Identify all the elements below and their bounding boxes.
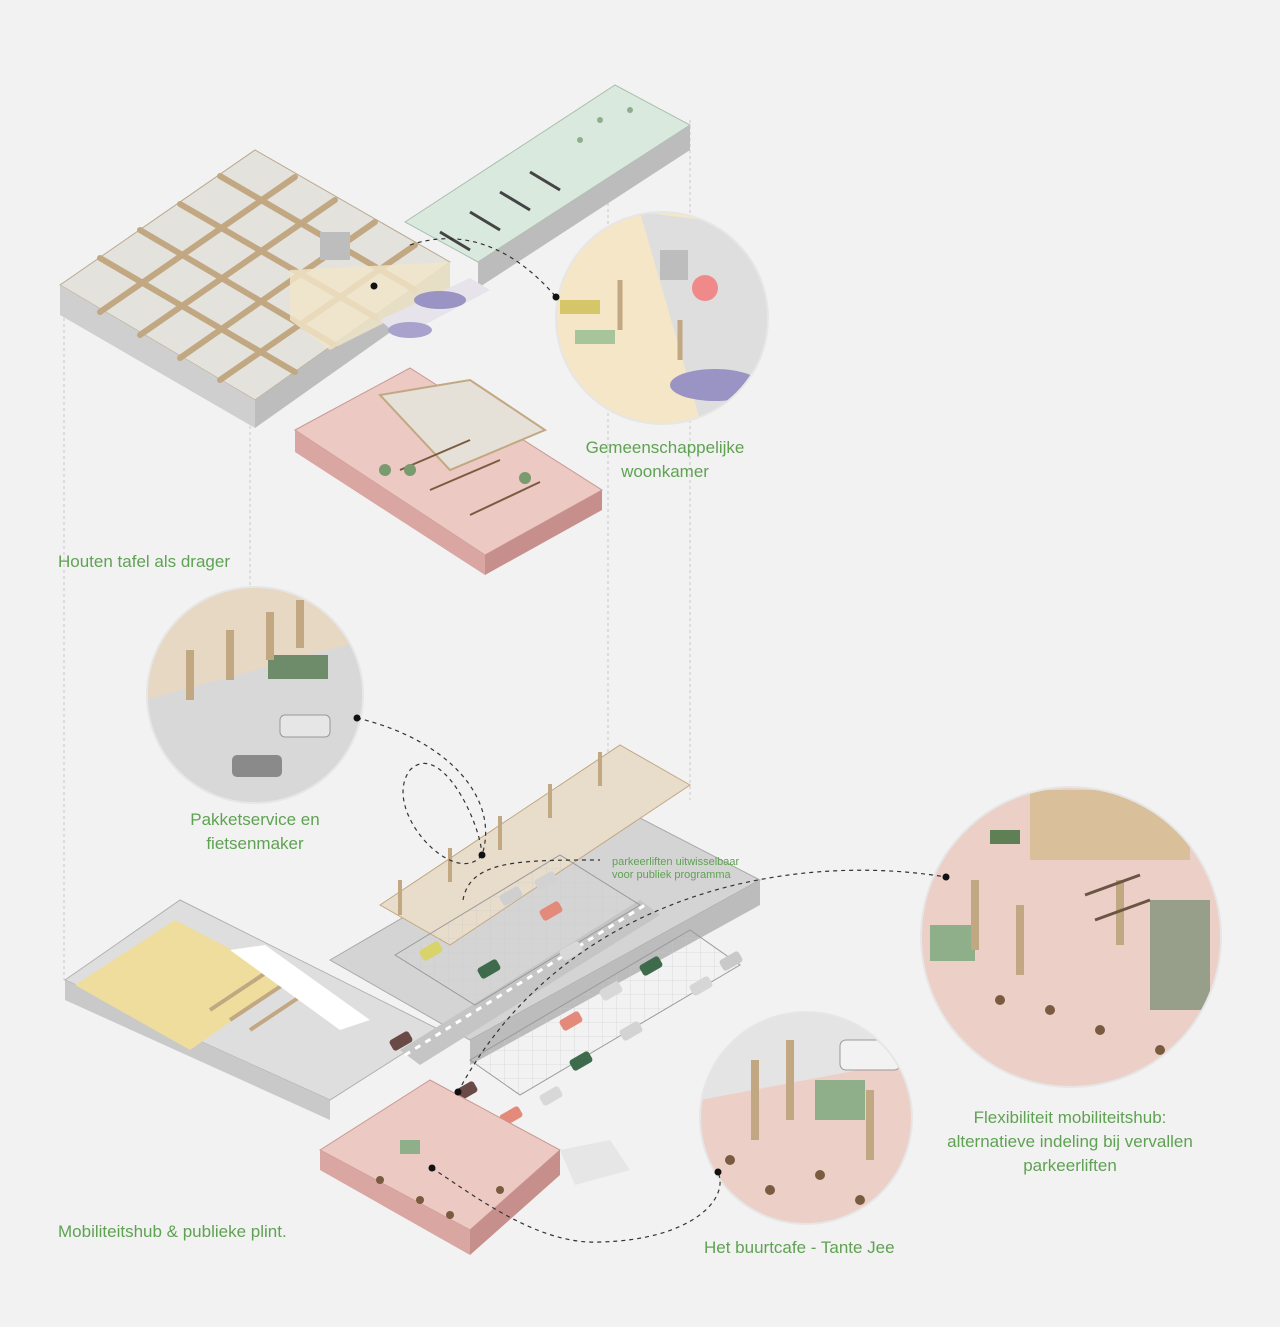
label-line: alternatieve indeling bij vervallen bbox=[947, 1132, 1193, 1151]
callout-dot-icon bbox=[353, 714, 361, 722]
callout-dots bbox=[353, 282, 950, 1176]
label-line: Pakketservice en bbox=[190, 810, 320, 829]
detail-circle-pakketservice bbox=[146, 586, 364, 804]
label-buurtcafe: Het buurtcafe - Tante Jee bbox=[704, 1238, 895, 1257]
label-line: Flexibiliteit mobiliteitshub: bbox=[973, 1108, 1167, 1127]
detail-circle-woonkamer bbox=[555, 211, 769, 425]
label-line: parkeerliften uitwisselbaar bbox=[612, 856, 740, 868]
upper-garden bbox=[380, 278, 490, 338]
label-gemeenschappelijke-woonkamer: Gemeenschappelijke woonkamer bbox=[560, 436, 770, 484]
label-mobiliteitshub: Mobiliteitshub & publieke plint. bbox=[58, 1222, 287, 1241]
label-pakketservice: Pakketservice en fietsenmaker bbox=[160, 808, 350, 856]
label-line: parkeerliften bbox=[1023, 1156, 1117, 1175]
label-parkeerliften: parkeerliften uitwisselbaar voor publiek… bbox=[612, 856, 739, 882]
upper-cafe-block bbox=[294, 367, 603, 575]
detail-circle-buurtcafe bbox=[699, 1011, 913, 1225]
callout-dot-icon bbox=[370, 282, 378, 290]
upper-gym-wing bbox=[404, 84, 691, 288]
callout-dot-icon bbox=[454, 1088, 462, 1096]
label-line: woonkamer bbox=[621, 462, 709, 481]
callout-dot-icon bbox=[478, 851, 486, 859]
upper-timber-grid-building bbox=[59, 149, 451, 428]
callout-lines bbox=[356, 238, 947, 1243]
lower-cafe-front bbox=[319, 1079, 630, 1255]
label-line: fietsenmaker bbox=[206, 834, 304, 853]
callout-dot-icon bbox=[714, 1168, 722, 1176]
callout-dot-icon bbox=[552, 293, 560, 301]
label-line: voor publiek programma bbox=[612, 869, 731, 881]
detail-circle-flexibiliteit bbox=[920, 786, 1222, 1088]
label-houten-tafel: Houten tafel als drager bbox=[58, 552, 230, 571]
callout-dot-icon bbox=[942, 873, 950, 881]
label-line: Gemeenschappelijke bbox=[585, 438, 745, 457]
label-flexibiliteit: Flexibiliteit mobiliteitshub: alternatie… bbox=[935, 1106, 1205, 1178]
lower-mobility-hub bbox=[63, 744, 762, 1120]
callout-dot-icon bbox=[428, 1164, 436, 1172]
